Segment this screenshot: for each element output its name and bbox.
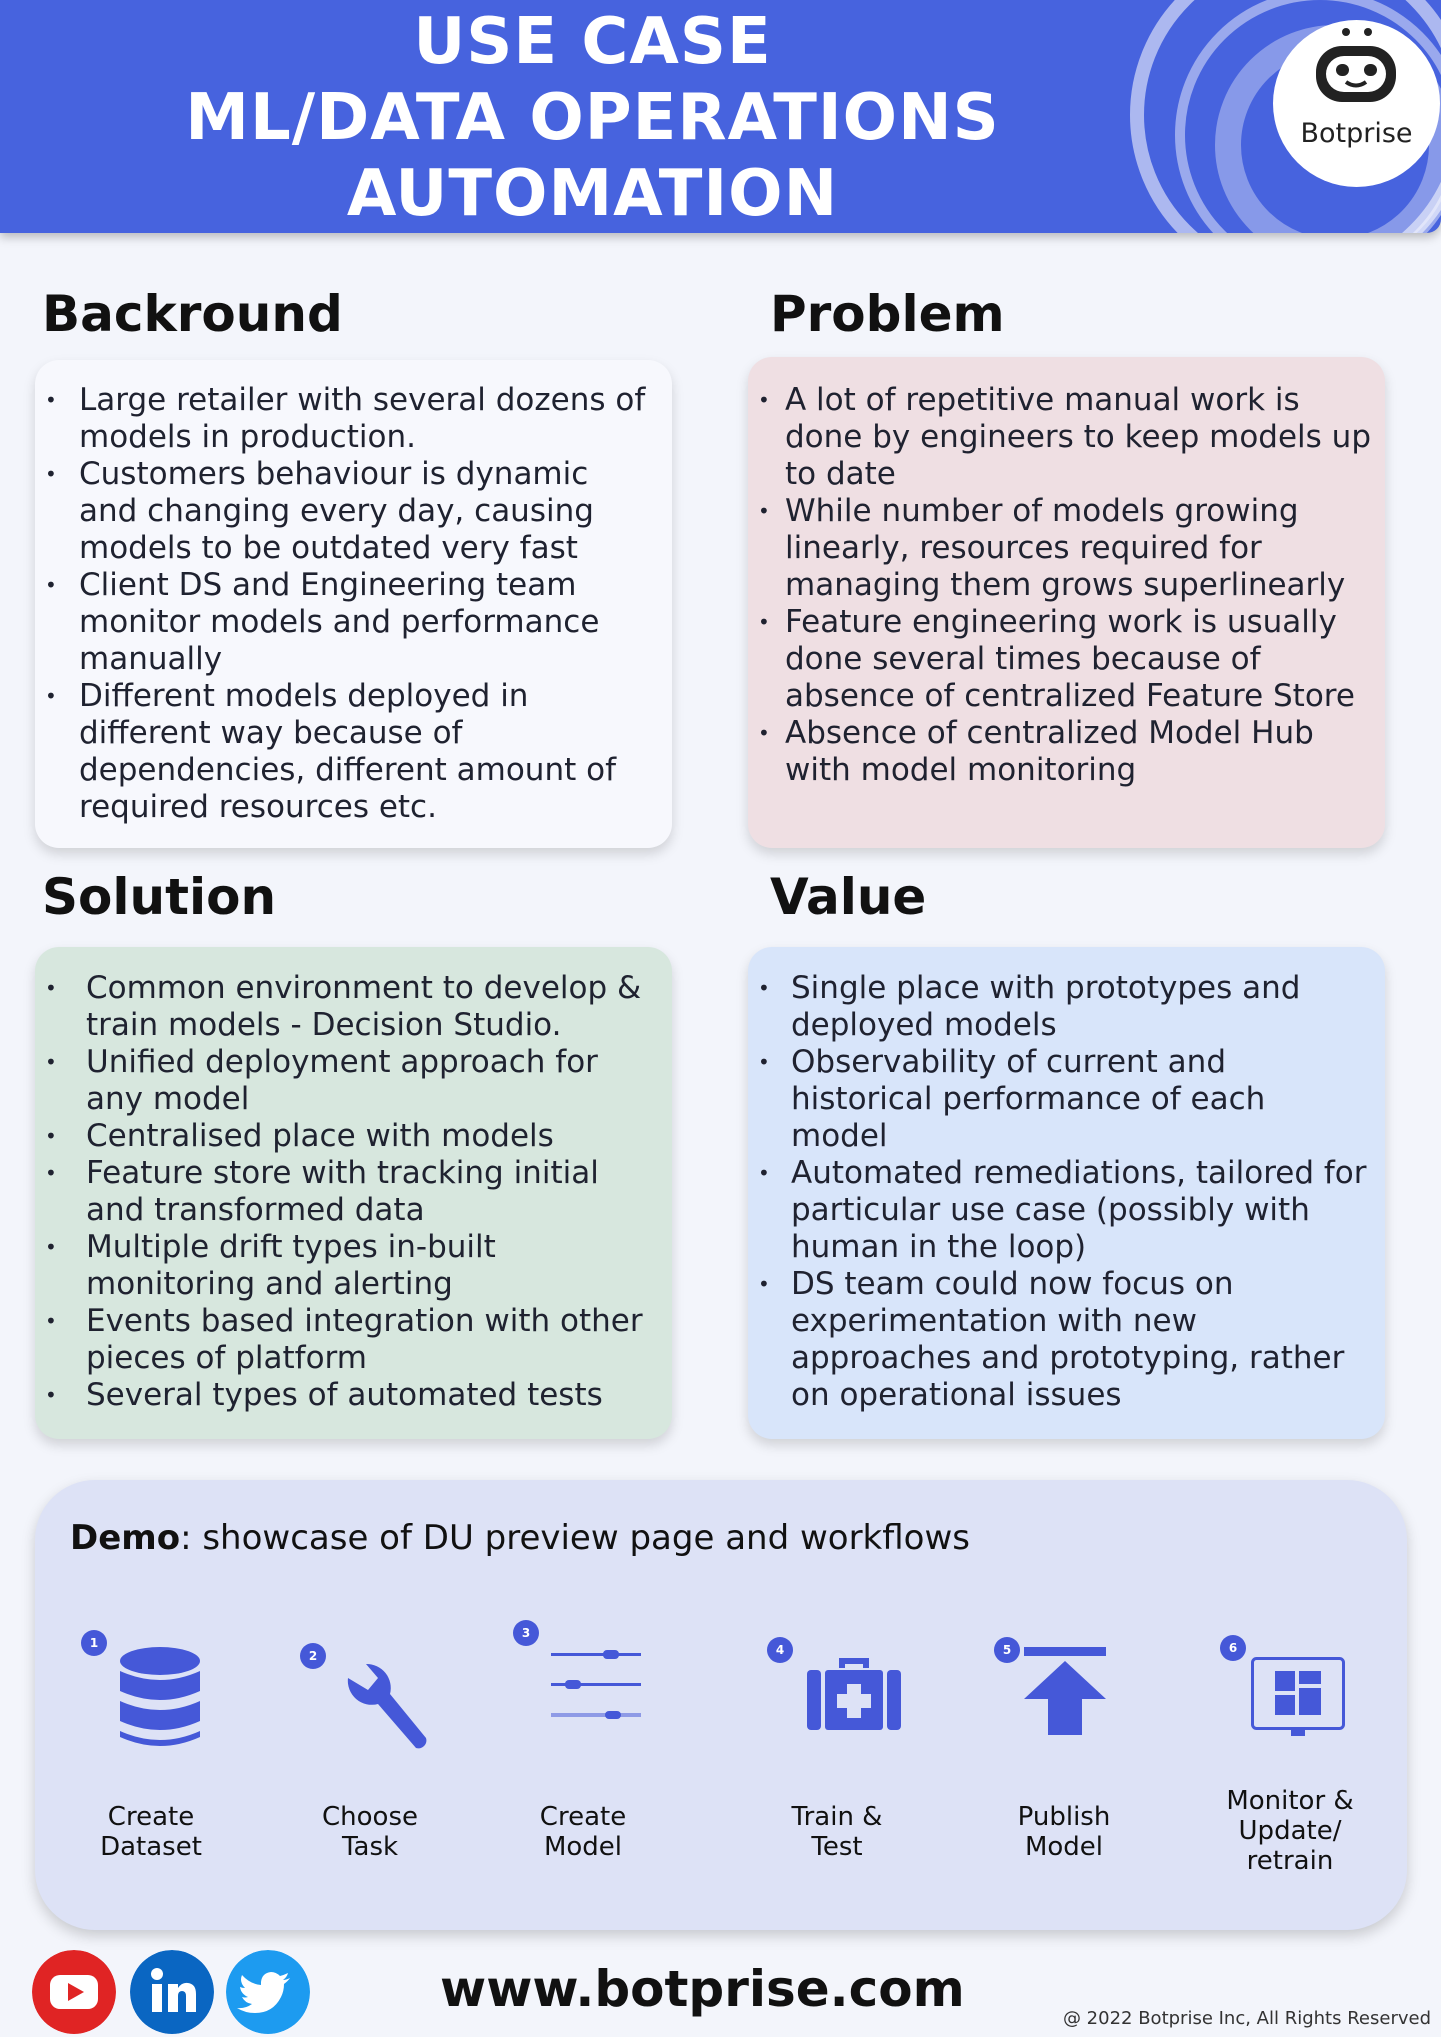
- step-label: Create Dataset: [100, 1802, 202, 1862]
- step-label: Choose Task: [322, 1802, 418, 1862]
- list-item: DS team could now focus on experimentati…: [748, 1266, 1371, 1414]
- sliders-icon: [551, 1650, 641, 1719]
- linkedin-icon[interactable]: [130, 1950, 214, 2034]
- decorative-arc: [1175, 0, 1441, 233]
- step-create-model: 3 Create Model: [483, 1480, 683, 1930]
- list-item: A lot of repetitive manual work is done …: [748, 382, 1371, 493]
- database-icon: [120, 1647, 200, 1746]
- medical-kit-icon: [807, 1658, 901, 1730]
- list-item: Feature engineering work is usually done…: [748, 604, 1371, 715]
- list-item: Automated remediations, tailored for par…: [748, 1155, 1371, 1266]
- list-item: While number of models growing linearly,…: [748, 493, 1371, 604]
- list-item: Multiple drift types in-built monitoring…: [35, 1229, 654, 1303]
- step-label: Monitor & Update/ retrain: [1226, 1786, 1354, 1876]
- step-publish-model: 5 Publish Model: [964, 1480, 1164, 1930]
- twitter-icon[interactable]: [226, 1950, 310, 2034]
- list-item: Different models deployed in different w…: [35, 678, 650, 826]
- title-line-3: AUTOMATION: [346, 157, 839, 231]
- step-number: 2: [300, 1643, 326, 1669]
- list-item: Large retailer with several dozens of mo…: [35, 382, 650, 456]
- list-item: Client DS and Engineering team monitor m…: [35, 567, 650, 678]
- page-title: USE CASE ML/DATA OPERATIONS AUTOMATION: [0, 4, 1185, 232]
- background-card: Large retailer with several dozens of mo…: [35, 360, 672, 848]
- step-label: Create Model: [539, 1802, 627, 1862]
- list-item: Centralised place with models: [35, 1118, 654, 1155]
- background-heading: Backround: [42, 285, 343, 343]
- list-item: Unified deployment approach for any mode…: [35, 1044, 654, 1118]
- solution-card: Common environment to develop & train mo…: [35, 947, 672, 1439]
- wrench-icon: [347, 1663, 427, 1749]
- website-url[interactable]: www.botprise.com: [440, 1960, 965, 2018]
- step-number: 1: [81, 1630, 107, 1656]
- copyright-text: @ 2022 Botprise Inc, All Rights Reserved: [1062, 2008, 1431, 2029]
- step-choose-task: 2 Choose Task: [270, 1480, 470, 1930]
- solution-heading: Solution: [42, 868, 277, 926]
- list-item: Customers behaviour is dynamic and chang…: [35, 456, 650, 567]
- value-card: Single place with prototypes and deploye…: [748, 947, 1385, 1439]
- step-number: 6: [1220, 1635, 1246, 1661]
- step-number: 4: [767, 1637, 793, 1663]
- step-label: Train & Test: [791, 1802, 883, 1862]
- step-number: 3: [513, 1620, 539, 1646]
- step-monitor-update-retrain: 6 Monitor & Update/ retrain: [1190, 1480, 1390, 1930]
- logo-text: Botprise: [1300, 118, 1413, 149]
- step-number: 5: [994, 1637, 1020, 1663]
- demo-title-bold: Demo: [70, 1518, 181, 1558]
- demo-panel: Demo: showcase of DU preview page and wo…: [35, 1480, 1407, 1930]
- list-item: Several types of automated tests: [35, 1377, 654, 1414]
- list-item: Feature store with tracking initial and …: [35, 1155, 654, 1229]
- robot-logo-icon: [1316, 28, 1396, 102]
- list-item: Absence of centralized Model Hub with mo…: [748, 715, 1371, 789]
- title-line-2: ML/DATA OPERATIONS: [185, 81, 1000, 155]
- demo-title: Demo: showcase of DU preview page and wo…: [70, 1518, 970, 1558]
- demo-title-rest: : showcase of DU preview page and workfl…: [180, 1518, 970, 1558]
- header-banner: USE CASE ML/DATA OPERATIONS AUTOMATION B…: [0, 0, 1441, 233]
- publish-icon: [1024, 1647, 1106, 1735]
- value-heading: Value: [770, 868, 927, 926]
- step-create-dataset: 1 Create Dataset: [51, 1480, 251, 1930]
- problem-heading: Problem: [770, 285, 1005, 343]
- dashboard-icon: [1251, 1657, 1345, 1736]
- problem-card: A lot of repetitive manual work is done …: [748, 357, 1385, 848]
- list-item: Events based integration with other piec…: [35, 1303, 654, 1377]
- list-item: Observability of current and historical …: [748, 1044, 1371, 1155]
- list-item: Common environment to develop & train mo…: [35, 970, 654, 1044]
- title-line-1: USE CASE: [413, 5, 772, 79]
- step-train-test: 4 Train & Test: [737, 1480, 937, 1930]
- list-item: Single place with prototypes and deploye…: [748, 970, 1371, 1044]
- youtube-icon[interactable]: [32, 1950, 116, 2034]
- step-label: Publish Model: [1017, 1802, 1111, 1862]
